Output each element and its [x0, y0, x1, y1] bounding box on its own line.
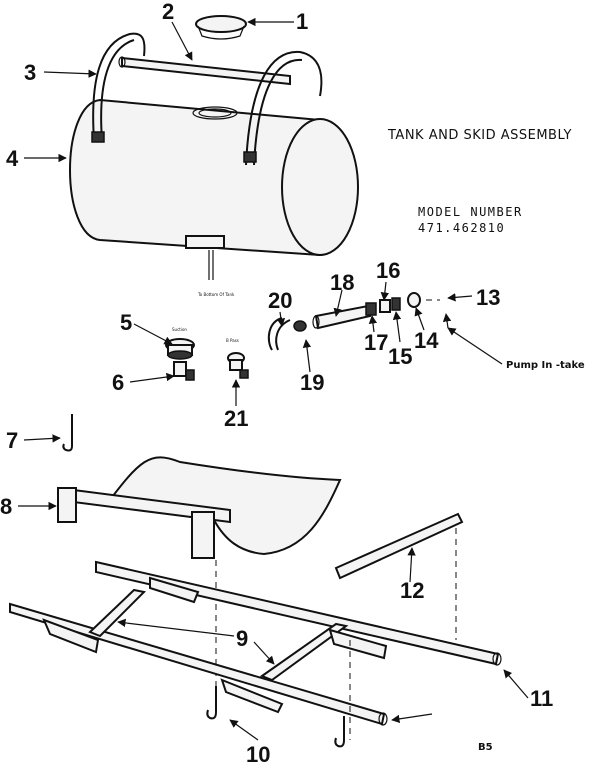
model-number-value: 471.462810: [418, 221, 505, 235]
part-number-10: 10: [246, 742, 270, 767]
part-number-13: 13: [476, 285, 500, 310]
part-number-15: 15: [388, 344, 412, 369]
tank-saddle: [57, 456, 342, 700]
pump-intake-note: Pump In -take: [506, 360, 585, 371]
suction-elbow: [173, 361, 195, 381]
part-number-17: 17: [364, 330, 388, 355]
page-code: B5: [478, 742, 493, 753]
part-number-6: 6: [112, 370, 124, 395]
tank-drain-fitting: [208, 250, 214, 280]
suction-note: Suction: [172, 327, 187, 332]
part-number-4: 4: [6, 146, 19, 171]
part-number-19: 19: [300, 370, 324, 395]
j-bolts: [206, 686, 345, 748]
part-number-11: 11: [530, 686, 553, 711]
filler-cap: [195, 15, 247, 40]
tank-straps: [91, 32, 323, 166]
part-number-7: 7: [6, 428, 18, 453]
part-number-3: 3: [24, 60, 36, 85]
part-number-8: 8: [0, 494, 12, 519]
hook: [62, 414, 73, 452]
part-number-21: 21: [224, 406, 248, 431]
part-number-callouts: 1 2 3 4 5 6 7 8 9 10 11 12 13 14 15 16 1…: [0, 0, 553, 767]
hose-assembly: [267, 292, 440, 351]
skid-frame: [9, 560, 502, 740]
part-number-20: 20: [268, 288, 292, 313]
leader-lines: [18, 17, 529, 741]
model-number-label: MODEL NUMBER: [418, 205, 523, 219]
part-number-18: 18: [330, 270, 354, 295]
part-number-5: 5: [120, 310, 132, 335]
bypass-note: B Pass: [226, 338, 239, 343]
part-number-9: 9: [236, 626, 248, 651]
part-number-16: 16: [376, 258, 400, 283]
suction-strainer: [165, 338, 195, 360]
part-number-2: 2: [162, 0, 174, 24]
diagram-title: TANK AND SKID ASSEMBLY: [387, 128, 572, 143]
handle-bar: [118, 56, 291, 86]
part-number-14: 14: [414, 328, 439, 353]
part-number-1: 1: [296, 9, 308, 34]
tank: [69, 98, 359, 257]
bypass-fitting: [227, 352, 249, 379]
tank-bottom-note: To Bottom Of Tank: [197, 292, 235, 297]
part-number-12: 12: [400, 578, 424, 603]
angle-bar: [334, 512, 464, 640]
